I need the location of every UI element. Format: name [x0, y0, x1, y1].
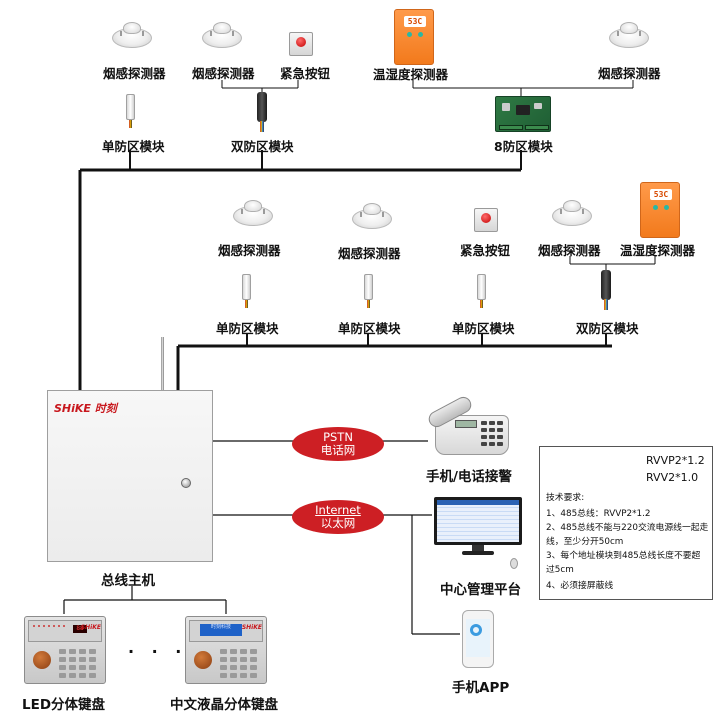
antenna-icon [161, 337, 164, 391]
single-zone-module-icon [242, 274, 251, 308]
double-zone-module-icon [601, 270, 611, 310]
row1-smoke-label-1: 烟感探测器 [103, 66, 166, 81]
pstn-device-label: 手机/电话接警 [426, 469, 512, 485]
pstn-line1: PSTN [323, 430, 353, 444]
keypad-brand: SHiKE [241, 624, 262, 631]
requirement-3b: 过5cm [546, 565, 574, 575]
requirements-title: 技术要求: [546, 493, 585, 503]
pstn-network-badge: PSTN 电话网 [292, 427, 384, 461]
emergency-button-icon [289, 32, 313, 56]
lock-icon [181, 478, 191, 488]
requirement-2a: 2、485总线不能与220交流电源线一起走 [546, 523, 709, 533]
smoke-detector-icon [352, 203, 392, 229]
row1-module-single-label: 单防区模块 [102, 139, 165, 154]
row1-emergency-label: 紧急按钮 [280, 66, 331, 81]
row1-module-double-label: 双防区模块 [231, 139, 294, 154]
keypad-brand: SHiKE [80, 624, 101, 631]
row2-module-3-label: 单防区模块 [452, 321, 515, 336]
requirement-3a: 3、每个地址模块到485总线长度不要超 [546, 551, 701, 561]
led-keypad-label: LED分体键盘 [22, 697, 106, 713]
mobile-phone-icon [462, 610, 494, 668]
smoke-detector-icon [609, 22, 649, 48]
smoke-detector-icon [202, 22, 242, 48]
row2-module-2-label: 单防区模块 [338, 321, 401, 336]
eight-zone-module-board-icon [495, 96, 551, 132]
single-zone-module-icon [477, 274, 486, 308]
smoke-detector-icon [552, 200, 592, 226]
monitor-icon [434, 497, 522, 557]
legend-thin-label: RVV2*1.0 [646, 471, 699, 484]
row2-smoke-label-2: 烟感探测器 [338, 246, 401, 261]
legend-box: RVVP2*1.2 RVV2*1.0 技术要求: 1、485总线：RVVP2*1… [539, 446, 713, 600]
mouse-icon [510, 558, 518, 569]
internet-network-badge: Internet 以太网 [292, 500, 384, 534]
bus-host-panel: SHiKE 时刻 [47, 390, 213, 562]
pstn-line2: 电话网 [320, 443, 356, 457]
keypad-separator: · · · [128, 642, 188, 661]
row1-smoke-label-3: 烟感探测器 [598, 66, 661, 81]
temp-display-reading: 53C [404, 16, 426, 27]
requirement-2b: 线，至少分开50cm [546, 537, 624, 547]
internet-line2: 以太网 [320, 516, 356, 530]
host-brand-logo: SHiKE 时刻 [54, 402, 117, 415]
row2-module-4-label: 双防区模块 [576, 321, 639, 336]
lcd-screen-text: 时刻科技 [200, 624, 242, 636]
temp-humidity-detector-icon: 53C [394, 9, 434, 65]
lcd-keypad-label: 中文液晶分体键盘 [170, 697, 278, 713]
single-zone-module-icon [364, 274, 373, 308]
smoke-detector-icon [233, 200, 273, 226]
row2-smoke-label-1: 烟感探测器 [218, 243, 281, 258]
row1-module-8zone-label: 8防区模块 [494, 139, 553, 154]
management-platform-label: 中心管理平台 [440, 582, 521, 598]
telephone-icon [425, 394, 515, 459]
smoke-detector-icon [112, 22, 152, 48]
lcd-keypad: 时刻科技 SHiKE [185, 616, 267, 684]
temp-humidity-detector-icon: 53C [640, 182, 680, 238]
row2-smoke-label-3: 烟感探测器 [538, 243, 601, 258]
double-zone-module-icon [257, 92, 267, 132]
emergency-button-icon [474, 208, 498, 232]
legend-thick-label: RVVP2*1.2 [646, 454, 705, 467]
temp-display-reading: 53C [650, 189, 672, 200]
row2-module-1-label: 单防区模块 [216, 321, 279, 336]
led-keypad: 88 SHiKE [24, 616, 106, 684]
led-digits: 88 [73, 625, 87, 633]
row2-emergency-label: 紧急按钮 [460, 243, 511, 258]
row1-temp-label: 温湿度探测器 [373, 67, 449, 82]
requirement-1: 1、485总线：RVVP2*1.2 [546, 509, 651, 519]
internet-line1: Internet [315, 503, 361, 517]
row2-temp-label: 温湿度探测器 [620, 243, 696, 258]
host-label: 总线主机 [101, 573, 155, 589]
single-zone-module-icon [126, 94, 135, 128]
mobile-app-label: 手机APP [452, 680, 510, 696]
row1-smoke-label-2: 烟感探测器 [192, 66, 255, 81]
requirement-4: 4、必须接屏蔽线 [546, 581, 614, 591]
